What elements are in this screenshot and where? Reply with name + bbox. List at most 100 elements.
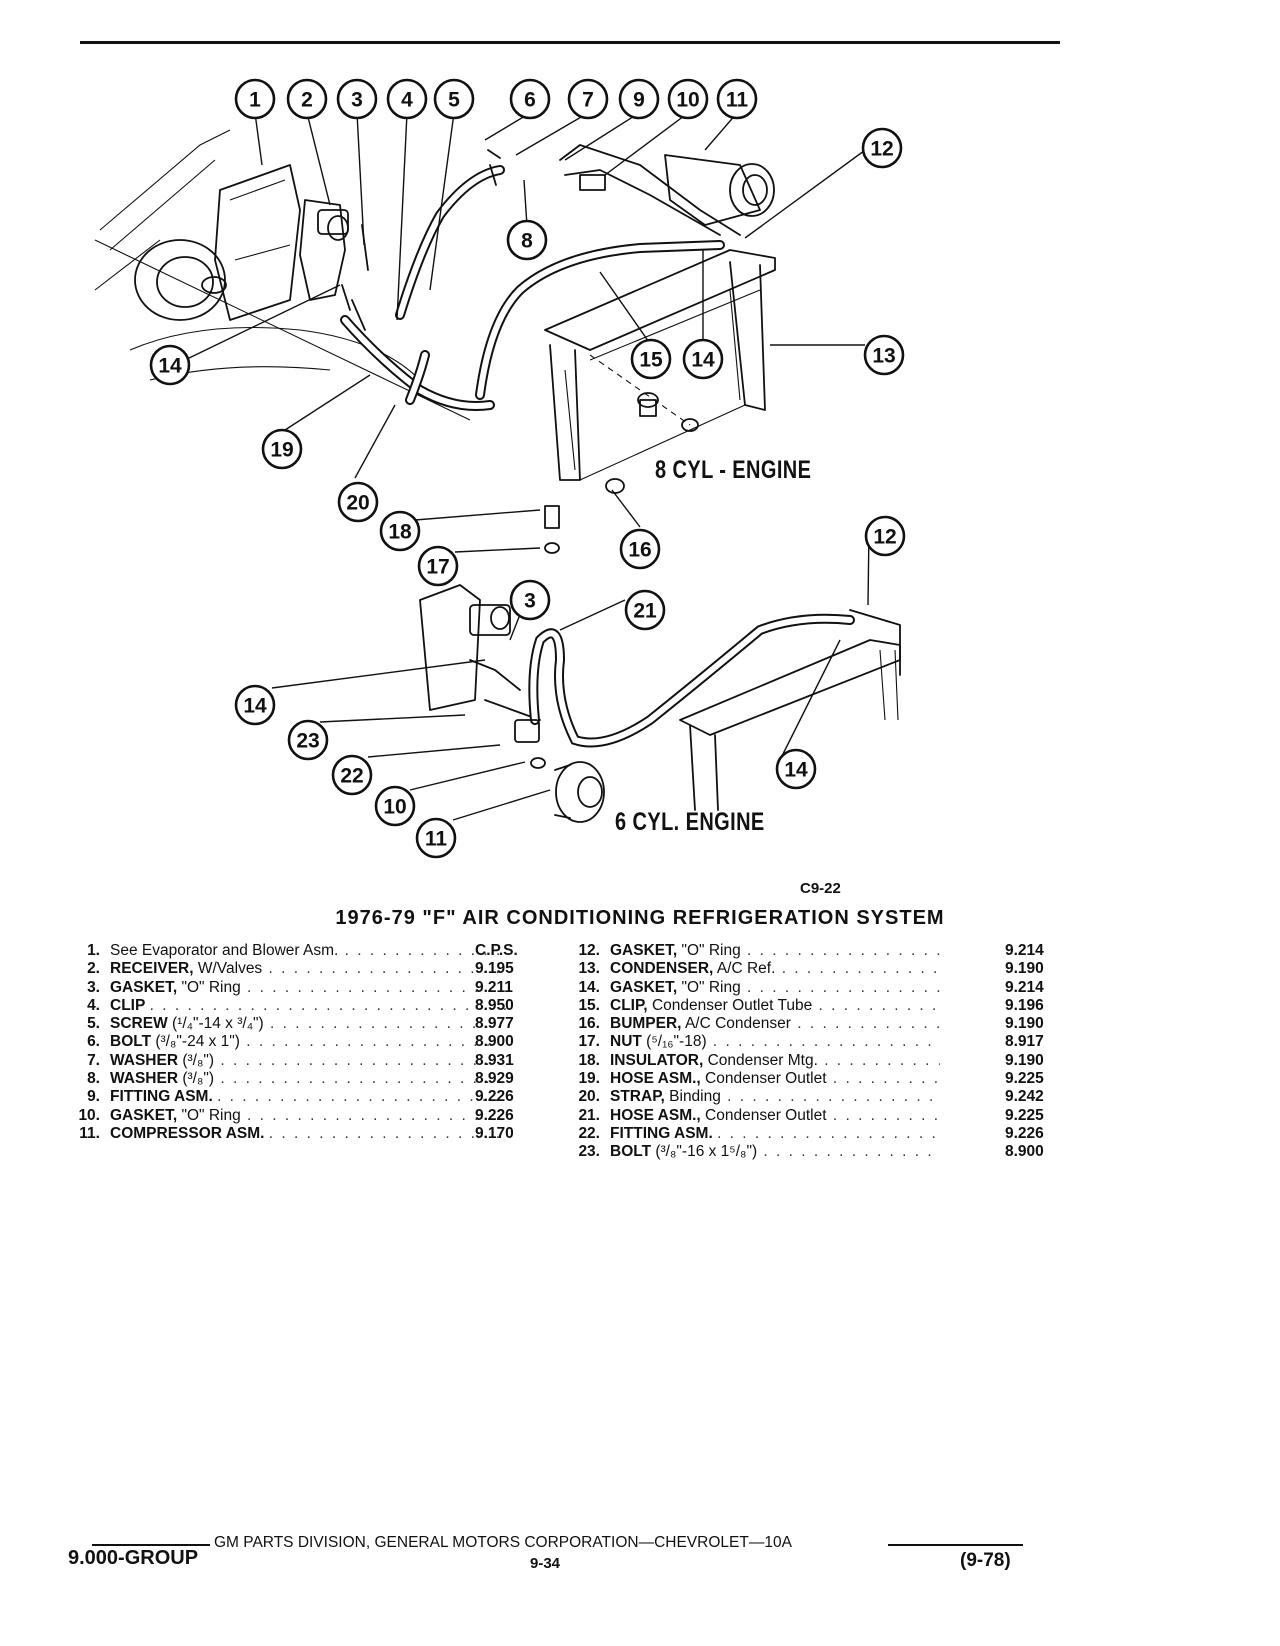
callout-1: 1 — [234, 78, 276, 120]
part-description: BOLT (³/₈"-24 x 1") . . . . . . . . . . … — [110, 1033, 510, 1051]
part-description: WASHER (³/₈") . . . . . . . . . . . . . … — [110, 1070, 510, 1088]
part-detail: "O" Ring — [181, 978, 241, 996]
part-name: RECEIVER, — [110, 960, 194, 978]
callout-label: 15 — [639, 349, 663, 372]
part-detail: Condenser Outlet — [705, 1070, 827, 1088]
part-number: 8. — [87, 1070, 100, 1088]
part-ref: 9.225 — [1005, 1106, 1044, 1124]
footer-rule-left — [92, 1544, 210, 1546]
part-description: BOLT (³/₈"-16 x 1⁵/₈") . . . . . . . . .… — [610, 1143, 940, 1161]
part-ref: 8.900 — [1005, 1143, 1044, 1161]
callout-8: 8 — [506, 219, 548, 261]
callout-label: 12 — [870, 138, 893, 161]
part-description: FITTING ASM. . . . . . . . . . . . . . .… — [110, 1088, 510, 1106]
callout-label: 5 — [448, 89, 460, 112]
part-ref: 9.196 — [1005, 996, 1044, 1014]
part-description: NUT (⁵/₁₆"-18) . . . . . . . . . . . . .… — [610, 1033, 940, 1051]
part-detail: (⁵/₁₆"-18) — [646, 1033, 707, 1051]
callout-label: 19 — [270, 439, 293, 462]
part-ref: C.P.S. — [475, 942, 518, 959]
part-description: See Evaporator and Blower Asm. . . . . .… — [110, 942, 510, 959]
part-name: GASKET, — [610, 978, 678, 996]
part-description: CONDENSER, A/C Ref. . . . . . . . . . . … — [610, 960, 940, 978]
part-number: 19. — [578, 1070, 600, 1088]
top-rule — [80, 41, 1060, 44]
part-description: GASKET, "O" Ring . . . . . . . . . . . .… — [110, 978, 510, 996]
callout-15: 15 — [630, 338, 672, 380]
part-description: HOSE ASM., Condenser Outlet . . . . . . … — [610, 1070, 940, 1088]
part-ref: 9.226 — [1005, 1124, 1044, 1142]
callout-label: 4 — [401, 89, 413, 112]
callout-5: 5 — [433, 78, 475, 120]
callout-6: 6 — [509, 78, 551, 120]
part-name: CLIP — [110, 996, 146, 1014]
part-ref: 9.226 — [475, 1106, 514, 1124]
part-ref: 9.214 — [1005, 942, 1044, 959]
part-name: SCREW — [110, 1015, 168, 1033]
part-detail: Binding — [669, 1088, 721, 1106]
part-description: HOSE ASM., Condenser Outlet . . . . . . … — [610, 1106, 940, 1124]
part-name: WASHER — [110, 1070, 179, 1088]
part-ref: 9.214 — [1005, 978, 1044, 996]
part-description: SCREW (¹/₄"-14 x ³/₄") . . . . . . . . .… — [110, 1015, 510, 1033]
part-description: GASKET, "O" Ring . . . . . . . . . . . .… — [110, 1106, 510, 1124]
part-number: 10. — [78, 1106, 100, 1124]
callout-4: 4 — [386, 78, 428, 120]
part-description: GASKET, "O" Ring . . . . . . . . . . . .… — [610, 978, 940, 996]
footer-division: GM PARTS DIVISION, GENERAL MOTORS CORPOR… — [214, 1534, 792, 1551]
part-name: NUT — [610, 1033, 642, 1051]
callout-2: 2 — [286, 78, 328, 120]
part-number: 3. — [87, 978, 100, 996]
callout-19: 19 — [261, 428, 303, 470]
part-detail: "O" Ring — [181, 1106, 241, 1124]
callout-11: 11 — [415, 817, 457, 859]
part-detail: Condenser Mtg. — [707, 1051, 818, 1069]
callout-label: 14 — [691, 349, 715, 372]
footer-rule-right — [888, 1544, 1023, 1546]
part-detail: "O" Ring — [681, 978, 741, 996]
callout-17: 17 — [417, 545, 459, 587]
part-ref: 9.190 — [1005, 1015, 1044, 1033]
part-name: CLIP, — [610, 996, 648, 1014]
part-name: HOSE ASM., — [610, 1070, 701, 1088]
part-ref: 9.242 — [1005, 1088, 1044, 1106]
part-ref: 9.190 — [1005, 1051, 1044, 1069]
callout-label: 1 — [249, 89, 261, 112]
part-description: STRAP, Binding . . . . . . . . . . . . .… — [610, 1088, 940, 1106]
part-number: 16. — [578, 1015, 600, 1033]
callout-label: 6 — [524, 89, 536, 112]
callout-3: 3 — [336, 78, 378, 120]
callout-22: 22 — [331, 754, 373, 796]
part-name: GASKET, — [110, 1106, 178, 1124]
part-name: GASKET, — [610, 942, 678, 959]
part-description: CLIP . . . . . . . . . . . . . . . . . .… — [110, 996, 510, 1014]
callout-14: 14 — [234, 684, 276, 726]
callout-label: 13 — [872, 345, 895, 368]
callout-label: 9 — [633, 89, 645, 112]
engine-6cyl-label: 6 CYL. ENGINE — [615, 808, 765, 836]
part-number: 18. — [578, 1051, 600, 1069]
callout-label: 21 — [633, 600, 657, 623]
callout-label: 12 — [873, 526, 896, 549]
callout-label: 10 — [383, 796, 406, 819]
callout-10: 10 — [374, 785, 416, 827]
callout-13: 13 — [863, 334, 905, 376]
callout-10: 10 — [667, 78, 709, 120]
part-ref: 8.929 — [475, 1070, 514, 1088]
figure-code: C9-22 — [800, 880, 841, 897]
part-name: HOSE ASM., — [610, 1106, 701, 1124]
callout-23: 23 — [287, 719, 329, 761]
part-number: 11. — [79, 1124, 100, 1142]
callout-14: 14 — [775, 748, 817, 790]
part-number: 5. — [87, 1015, 100, 1033]
part-name: COMPRESSOR ASM. — [110, 1124, 265, 1142]
part-ref: 8.900 — [475, 1033, 514, 1051]
callout-7: 7 — [567, 78, 609, 120]
part-name: GASKET, — [110, 978, 178, 996]
callout-21: 21 — [624, 589, 666, 631]
system-title: 1976-79 "F" AIR CONDITIONING REFRIGERATI… — [335, 907, 945, 929]
part-number: 4. — [87, 996, 100, 1014]
callout-12: 12 — [864, 515, 906, 557]
callout-label: 2 — [301, 89, 313, 112]
